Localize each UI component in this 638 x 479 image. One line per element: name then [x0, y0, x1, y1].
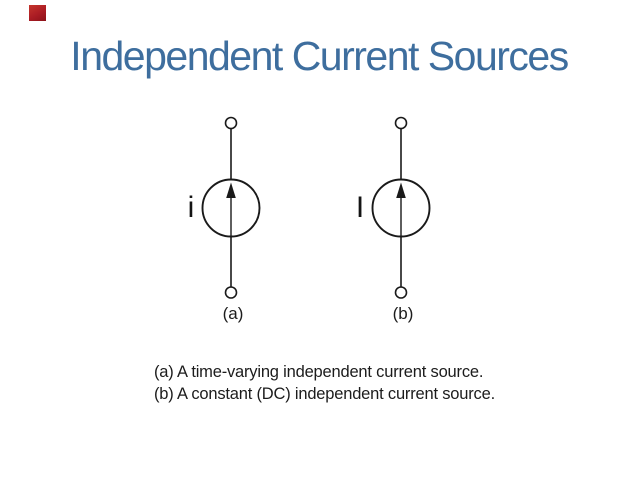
source-a-current-label: i — [187, 191, 195, 224]
bottom-terminal-icon — [394, 286, 408, 299]
top-terminal-icon — [224, 116, 238, 130]
source-b-current-label: I — [355, 191, 365, 224]
current-source-symbol-b — [371, 116, 431, 299]
top-terminal-icon — [394, 116, 408, 130]
up-arrow-icon — [226, 182, 236, 198]
source-a-sublabel: (a) — [222, 304, 244, 323]
current-source-symbol-a — [201, 116, 261, 299]
red-marker — [29, 5, 46, 21]
caption-line-b: (b) A constant (DC) independent current … — [154, 384, 495, 403]
up-arrow-icon — [396, 182, 406, 198]
figure-caption: (a) A time-varying independent current s… — [154, 362, 495, 405]
caption-line-a: (a) A time-varying independent current s… — [154, 363, 484, 381]
slide-title: Independent Current Sources — [70, 33, 569, 79]
source-b-sublabel: (b) — [392, 304, 414, 323]
bottom-terminal-icon — [224, 286, 238, 299]
